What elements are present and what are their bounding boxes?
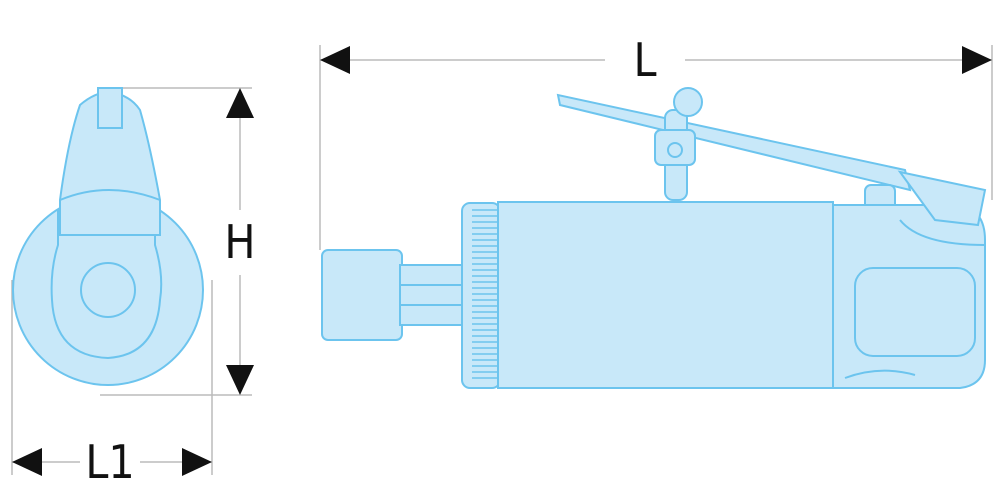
- arrow-right-icon: [962, 46, 992, 74]
- knurled-ring: [472, 209, 498, 379]
- tool-side-view: [321, 87, 987, 389]
- arrow-left-icon: [12, 448, 42, 476]
- dimension-arrows: [12, 46, 992, 476]
- arrow-up-icon: [226, 88, 254, 118]
- arrow-down-icon: [226, 365, 254, 395]
- arrow-left-icon: [320, 46, 350, 74]
- tool-end-view: [12, 87, 204, 386]
- height-label: H: [224, 215, 255, 269]
- width-label: L1: [85, 435, 134, 489]
- length-label: L: [633, 33, 656, 87]
- arrow-right-icon: [182, 448, 212, 476]
